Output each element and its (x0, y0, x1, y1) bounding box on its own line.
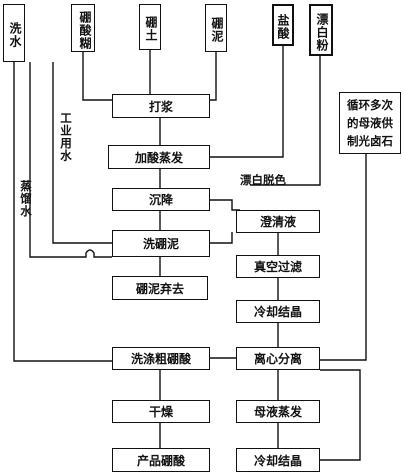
step-centrifuge: 离心分离 (236, 347, 320, 370)
step-drying: 干燥 (112, 400, 210, 423)
step-pulping: 打浆 (112, 94, 210, 118)
recycle-loop-line (320, 369, 361, 461)
input-bleach-powder: 漂白粉 (309, 4, 333, 56)
step-vacuum-filtration: 真空过滤 (236, 255, 320, 278)
step-cooling-crystallization-2: 冷却结晶 (236, 448, 320, 472)
input-wash-water: 洗水 (3, 4, 25, 62)
step-product-boric-acid: 产品硼酸 (112, 448, 210, 472)
input-boric-mud: 硼酸糊 (71, 4, 95, 52)
step-wash-boron-mud: 洗硼泥 (112, 230, 210, 257)
step-settling: 沉降 (112, 188, 210, 211)
label-industrial-water: 工业用水 (59, 112, 73, 162)
recycle-note: 循环多次 的母液供 制光卤石 (339, 92, 401, 154)
step-mother-liquor-evaporation: 母液蒸发 (236, 400, 320, 423)
settling-to-clarified-line (210, 199, 240, 211)
industrial-water-line (52, 62, 112, 244)
step-discard-boron-mud: 硼泥弃去 (112, 276, 208, 300)
step-clarified-liquid: 澄清液 (236, 210, 320, 233)
input-hydrochloric-acid: 盐酸 (272, 4, 294, 46)
boric-mud-line (82, 52, 112, 101)
label-bleach-decolor: 漂白脱色 (240, 173, 286, 187)
input-boron-soil: 硼土 (139, 4, 161, 50)
step-acid-evaporation: 加酸蒸发 (108, 145, 210, 169)
hydrochloric-acid-line (210, 46, 284, 158)
distilled-water-line (29, 62, 112, 258)
bleach-powder-line (250, 56, 321, 186)
recycle-note-line (320, 150, 367, 361)
label-distilled-water: 蒸馏水 (19, 180, 33, 218)
step-cooling-crystallization-1: 冷却结晶 (236, 300, 320, 323)
input-boron-sludge: 硼泥 (205, 4, 227, 52)
wash-water-line (13, 62, 112, 362)
washmud-to-clarified-line (210, 232, 233, 244)
step-wash-crude-boric-acid: 洗涤粗硼酸 (112, 347, 210, 370)
boron-sludge-line (210, 52, 217, 101)
